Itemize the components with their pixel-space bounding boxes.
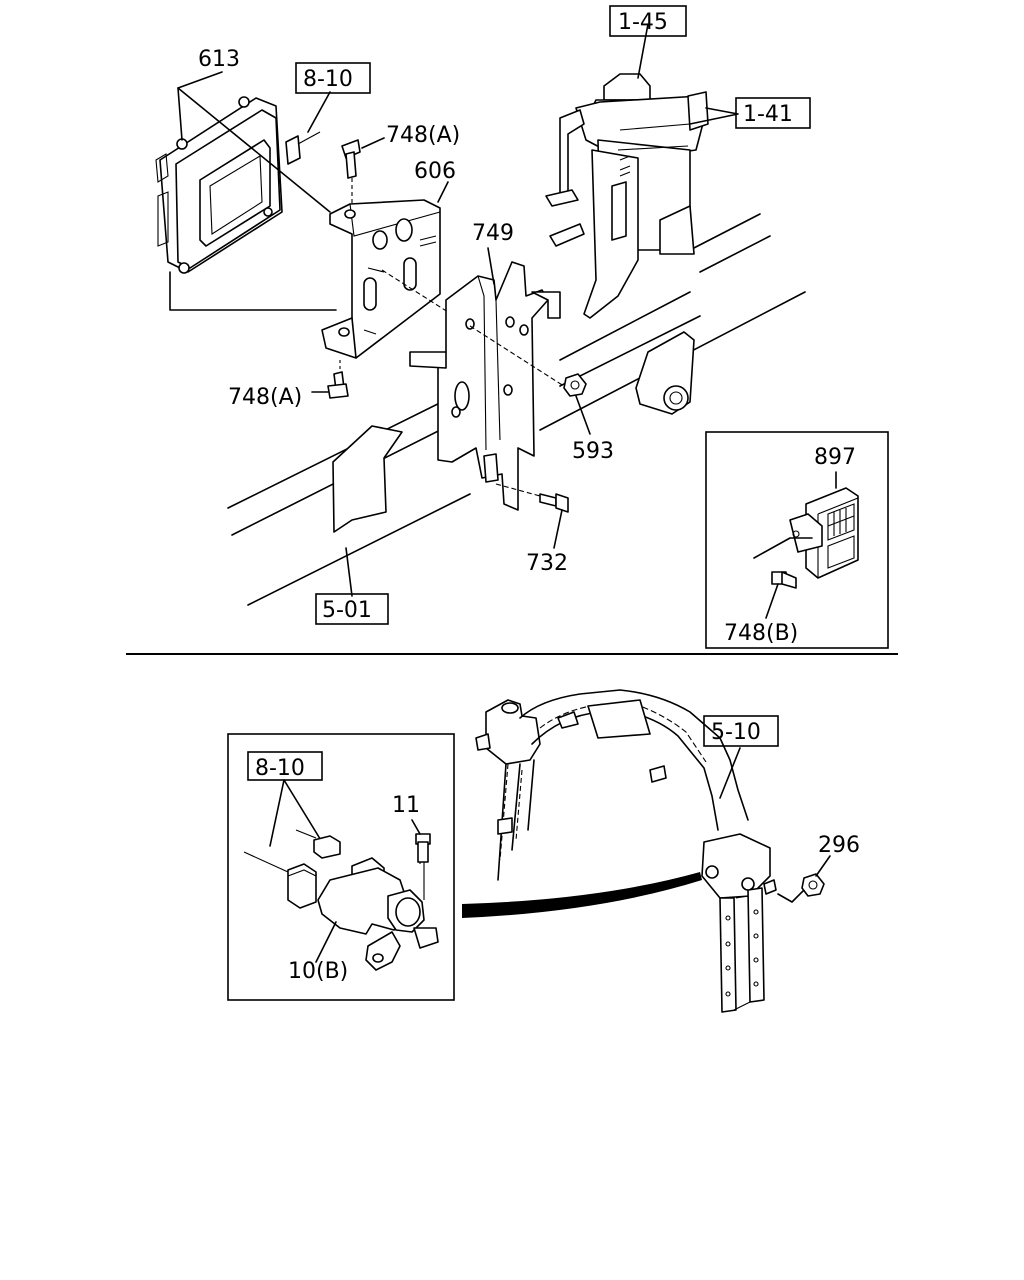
- label-749: 749: [472, 221, 514, 246]
- fuel-filter-assembly: [545, 23, 739, 319]
- upper-assembly: 613 8-10 748(A) 606 1-45 1-41 749 748(A)…: [155, 5, 889, 649]
- cross-member-frame: [475, 689, 777, 1013]
- label-296: 296: [818, 833, 860, 858]
- label-613: 613: [198, 47, 240, 72]
- ref-box-8-10-top: [295, 62, 371, 94]
- label-897: 897: [814, 445, 856, 470]
- gusset-bracket: [332, 425, 403, 533]
- ref-box-5-01: [315, 593, 389, 625]
- nut-296: [777, 855, 831, 903]
- nut-593: [563, 373, 591, 435]
- bolt-748a-bottom: [311, 360, 349, 399]
- connector-8-10-top: [285, 91, 331, 165]
- label-593: 593: [572, 439, 614, 464]
- label-ref-1-41: 1-41: [743, 102, 793, 127]
- inset-relay-897: [705, 431, 889, 649]
- inset-sensor-10b: [227, 733, 455, 1001]
- bracket-606: [321, 181, 471, 359]
- label-ref-5-10: 5-10: [711, 720, 761, 745]
- ref-box-1-45: [609, 5, 687, 37]
- label-748b: 748(B): [724, 621, 798, 646]
- label-606: 606: [414, 159, 456, 184]
- label-748a-top: 748(A): [386, 123, 460, 148]
- label-732: 732: [526, 551, 568, 576]
- label-10b: 10(B): [288, 959, 348, 984]
- bracket-749: [409, 247, 571, 511]
- bolt-732: [539, 493, 569, 549]
- label-748a-bottom: 748(A): [228, 385, 302, 410]
- lower-assembly: 5-10 8-10 11 296 10(B): [227, 689, 860, 1013]
- label-ref-8-10-bottom: 8-10: [255, 756, 305, 781]
- label-11: 11: [392, 793, 420, 818]
- leader-5-01: [345, 547, 353, 597]
- spring-hanger: [635, 331, 695, 415]
- label-ref-1-45: 1-45: [618, 10, 668, 35]
- ecu-module: [155, 96, 283, 274]
- label-ref-5-01: 5-01: [322, 598, 372, 623]
- ref-box-1-41: [735, 97, 811, 129]
- ref-box-5-10: [703, 715, 779, 747]
- label-ref-8-10-top: 8-10: [303, 67, 353, 92]
- bolt-748a-top: [341, 137, 385, 204]
- callout-arrow: [462, 872, 702, 918]
